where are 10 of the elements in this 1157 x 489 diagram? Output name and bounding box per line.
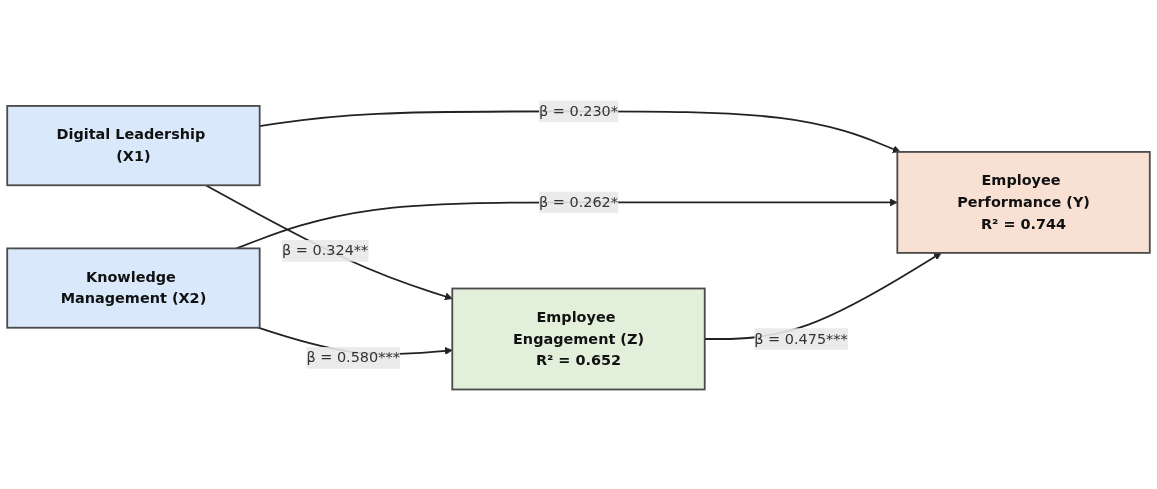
- edge-label: β = 0.580***: [306, 348, 400, 366]
- edge-label: β = 0.324**: [282, 241, 369, 259]
- node-box: Digital Leadership (X1): [6, 104, 261, 186]
- node-box: Employee Performance (Y) R² = 0.744: [896, 150, 1151, 254]
- edge-label: β = 0.262*: [539, 192, 618, 211]
- node-box: Knowledge Management (X2): [6, 247, 261, 329]
- arrow: [204, 183, 453, 300]
- node-box: Employee Engagement (Z) R² = 0.652: [451, 287, 706, 390]
- edge-label: β = 0.230*: [539, 101, 618, 119]
- edge-label: β = 0.475***: [754, 329, 848, 347]
